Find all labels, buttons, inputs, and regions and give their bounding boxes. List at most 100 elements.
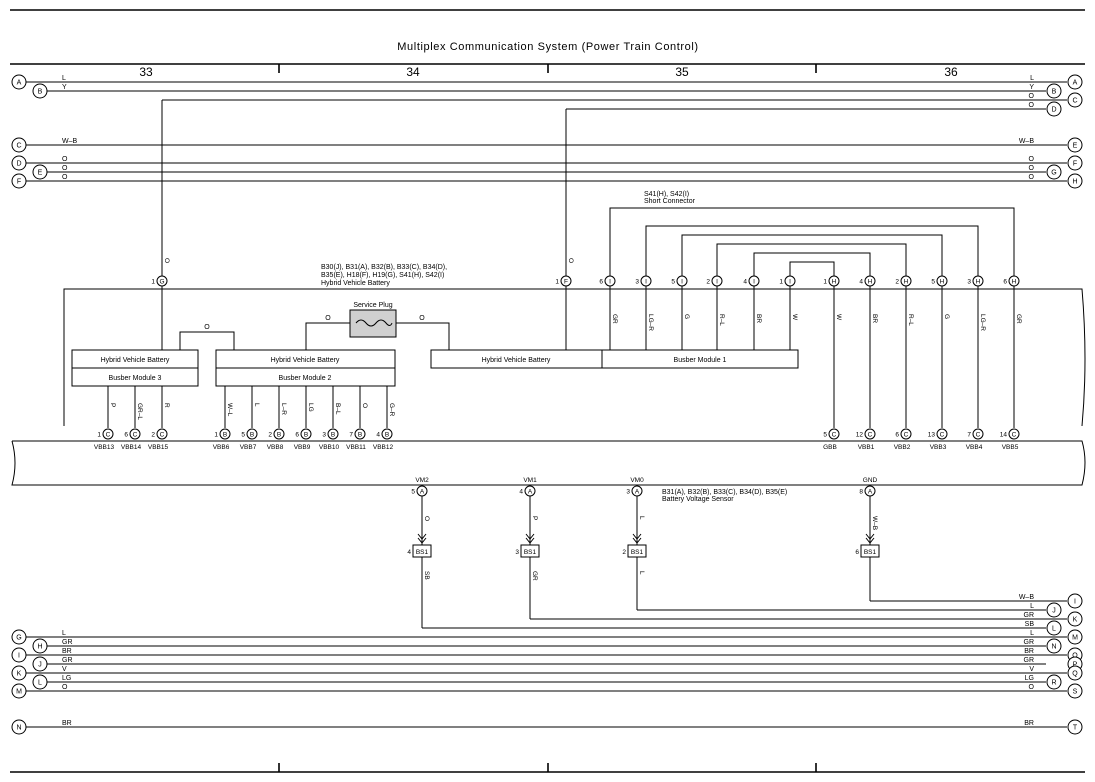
short-pin-0-letter: I	[609, 278, 611, 285]
bottom-wire-color-1: GR–L	[136, 403, 143, 420]
short-wire-color-2: G	[683, 314, 690, 319]
short-wire-color-8: R–L	[907, 314, 914, 326]
sensor-pin-name-1: VM1	[523, 477, 537, 484]
left-ref-n-letter: N	[16, 725, 21, 732]
left-ref-l-letter: L	[38, 680, 42, 687]
bottom-pin-8-number: 7	[349, 431, 353, 438]
wire-label-o-2: O	[325, 315, 331, 322]
right-wire-color-p: GR	[1024, 657, 1035, 664]
bottom-pin-0-letter: C	[106, 431, 111, 438]
service-plug-label: Service Plug	[353, 302, 392, 309]
right-ref-s: S	[1067, 683, 1083, 699]
module-1-name: Busber Module 1	[674, 357, 727, 364]
short-pin-2-number: 5	[671, 278, 675, 285]
busbar-module-3: Hybrid Vehicle Battery Busber Module 3	[71, 349, 199, 387]
page-title: Multiplex Communication System (Power Tr…	[397, 41, 698, 53]
bottom-pin-13: C13	[928, 428, 948, 440]
short-pin-1: I3	[635, 275, 652, 287]
short-pin-11: H6	[1003, 275, 1020, 287]
short-wire-color-1: LG–R	[647, 314, 654, 331]
module-3-title: Hybrid Vehicle Battery	[101, 357, 170, 364]
short-pin-0: I6	[599, 275, 616, 287]
right-ref-i-letter: I	[1074, 599, 1076, 606]
module-2-name: Busber Module 2	[279, 375, 332, 382]
short-pin-3-letter: I	[716, 278, 718, 285]
short-pin-7: H4	[859, 275, 876, 287]
bottom-wire-color-7: B–L	[334, 403, 341, 415]
right-wire-color-d: O	[1029, 102, 1035, 109]
right-ref-s-letter: S	[1073, 689, 1078, 696]
right-ref-f-letter: F	[1073, 161, 1077, 168]
bottom-pin-label-15: VBB5	[1002, 444, 1019, 451]
sensor-pin-name-3: GND	[863, 477, 878, 484]
right-wire-color-i: W–B	[1019, 594, 1035, 601]
short-pin-11-letter: H	[1012, 278, 1017, 285]
right-wire-color-t: BR	[1024, 720, 1034, 727]
right-ref-c-letter: C	[1072, 98, 1077, 105]
left-ref-e-letter: E	[38, 170, 43, 177]
right-ref-h-letter: H	[1072, 179, 1077, 186]
right-ref-f: F	[1067, 155, 1083, 171]
grid-ticks	[278, 64, 817, 772]
grid-col-36: 36	[944, 65, 958, 79]
right-wire-color-s: O	[1029, 684, 1035, 691]
short-pin-10-letter: H	[976, 278, 981, 285]
bottom-pin-12: C6	[895, 428, 912, 440]
left-ref-j: J	[32, 656, 48, 672]
right-wire-color-f: O	[1029, 156, 1035, 163]
bottom-pin-4-number: 5	[241, 431, 245, 438]
short-pin-5: I1	[779, 275, 796, 287]
bottom-pin-label-6: VBB9	[294, 444, 311, 451]
bs1-label-1: BS1	[524, 549, 537, 556]
right-ref-c: C	[1067, 92, 1083, 108]
bottom-pin-label-0: VBB13	[94, 444, 115, 451]
bs1-label-3: BS1	[864, 549, 877, 556]
bs1-number-2: 2	[622, 549, 626, 556]
bottom-pin-8: B7	[349, 428, 366, 440]
right-ref-i: I	[1067, 593, 1083, 609]
short-connector-pins: I6GRI3LG–RI5GI2R–LI4BRI1WH1WH4BRH2R–LH5G…	[599, 275, 1022, 331]
right-ref-k-letter: K	[1073, 617, 1078, 624]
bottom-pin-4-letter: B	[250, 431, 254, 438]
short-pin-6-letter: H	[832, 278, 837, 285]
bottom-pin-11: C12	[856, 428, 876, 440]
short-pin-0-number: 6	[599, 278, 603, 285]
right-ref-p-letter: P	[1073, 662, 1078, 669]
left-ref-k: K	[11, 665, 27, 681]
right-ref-j-letter: J	[1052, 608, 1056, 615]
left-ref-a-letter: A	[17, 80, 22, 87]
bottom-pin-7-number: 3	[322, 431, 326, 438]
bottom-pin-14-letter: C	[976, 431, 981, 438]
left-ref-j-letter: J	[38, 662, 42, 669]
sensor-wire-color-top-3: W–B	[871, 516, 878, 530]
left-ref-m: M	[11, 683, 27, 699]
right-wire-color-b: Y	[1029, 84, 1034, 91]
right-wire-color-a: L	[1030, 75, 1034, 82]
short-pin-6-number: 1	[823, 278, 827, 285]
right-ref-q: Q	[1067, 665, 1083, 681]
right-ref-n-letter: N	[1051, 644, 1056, 651]
left-ref-g-letter: G	[16, 635, 21, 642]
right-ref-m-letter: M	[1072, 635, 1078, 642]
wire-label-o-3: O	[419, 315, 425, 322]
bottom-pin-label-2: VBB15	[148, 444, 169, 451]
right-wire-color-m: L	[1030, 630, 1034, 637]
module-2-title: Hybrid Vehicle Battery	[271, 357, 340, 364]
short-pin-3: I2	[706, 275, 723, 287]
left-ref-b: B	[32, 83, 48, 99]
left-wire-color-b: Y	[62, 84, 67, 91]
sensor-pin-0: A5	[411, 485, 428, 497]
bottom-wire-color-3: W–L	[226, 403, 233, 417]
short-connector-label-1: S41(H), S42(I)	[644, 191, 689, 198]
bottom-pin-3-number: 1	[214, 431, 218, 438]
bottom-pin-6-letter: B	[304, 431, 308, 438]
right-ref-a: A	[1067, 74, 1083, 90]
entry-pin-1f: F1	[555, 275, 572, 287]
right-ref-m: M	[1067, 629, 1083, 645]
right-ref-a-letter: A	[1073, 80, 1078, 87]
bottom-pin-label-12: VBB2	[894, 444, 911, 451]
right-ref-b: B	[1046, 83, 1062, 99]
busbar-module-1: Hybrid Vehicle Battery Busber Module 1	[430, 349, 799, 369]
short-pin-3-number: 2	[706, 278, 710, 285]
